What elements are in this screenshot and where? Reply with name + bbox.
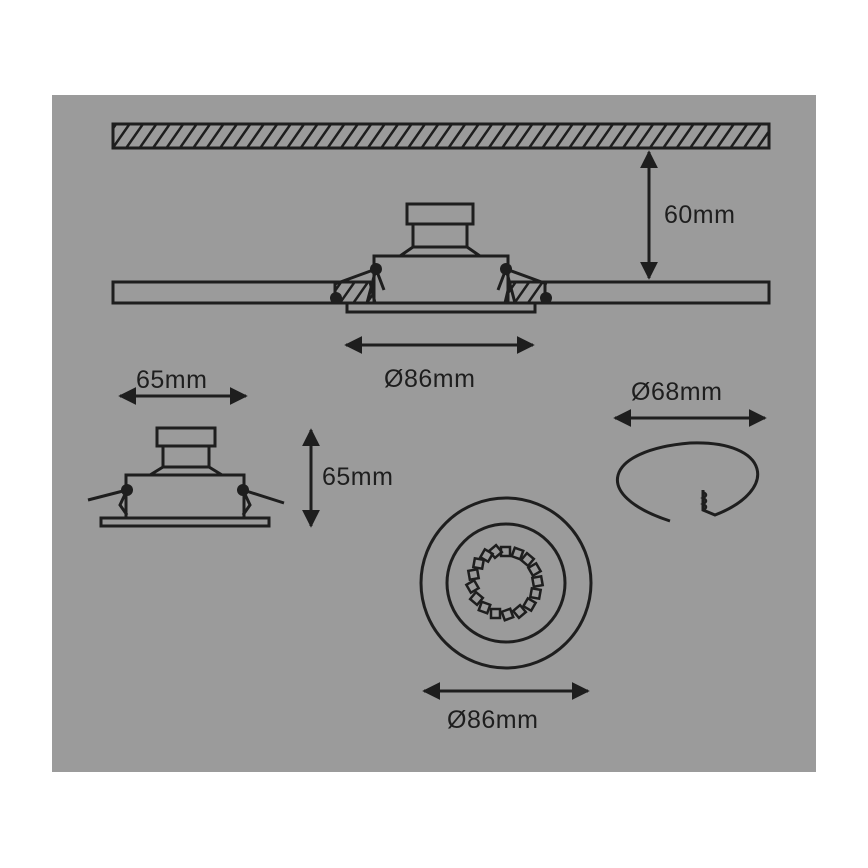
led-ring	[464, 543, 545, 622]
side-body	[124, 473, 246, 520]
front-view	[419, 496, 593, 700]
side-trim	[99, 516, 271, 528]
outer-trim-circle	[419, 496, 593, 670]
side-width-label: 65mm	[136, 366, 208, 394]
installed-section-view	[111, 122, 771, 354]
ceiling-hatched-bar	[111, 122, 771, 150]
fixture-body	[372, 254, 510, 305]
installed-diameter-label: Ø86mm	[384, 365, 476, 393]
side-view	[87, 387, 320, 528]
cutout-diameter-label: Ø68mm	[631, 378, 723, 406]
ceiling-panel-right	[543, 280, 771, 305]
fixture-cap	[405, 202, 475, 226]
side-height-label: 65mm	[322, 463, 394, 491]
fixture-neck	[411, 222, 469, 249]
cutout-ring-view	[613, 409, 767, 523]
inner-trim-circle	[445, 522, 567, 644]
diagram-panel	[52, 95, 816, 772]
front-diameter-label: Ø86mm	[447, 706, 539, 734]
ceiling-panel-left	[111, 280, 337, 305]
spring-ring	[616, 441, 760, 523]
fixture-trim	[345, 301, 537, 314]
side-cap	[155, 426, 217, 448]
ceiling-gap-label: 60mm	[664, 201, 736, 229]
